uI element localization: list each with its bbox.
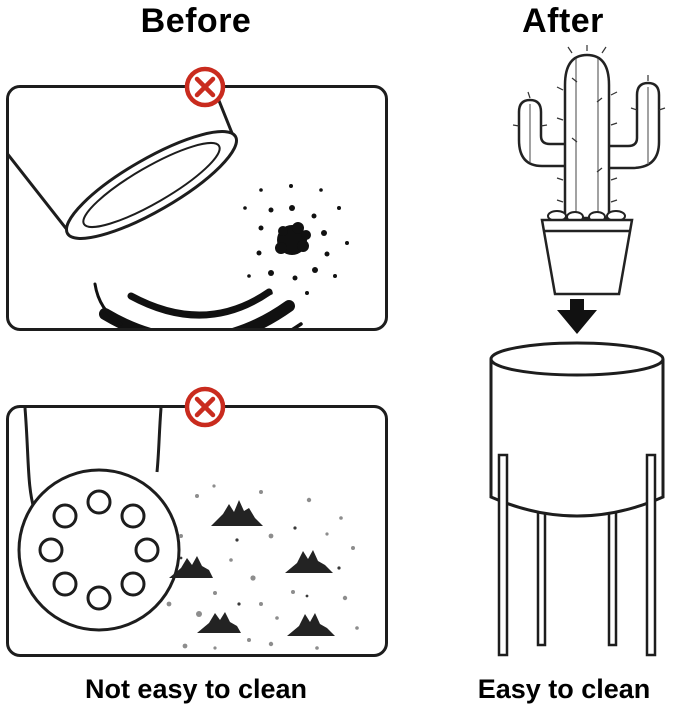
before-caption: Not easy to clean xyxy=(84,674,308,704)
cactus-body xyxy=(517,53,661,220)
planter-pot xyxy=(489,341,665,518)
drainage-holes xyxy=(38,489,160,611)
arrow-down-icon xyxy=(557,299,597,334)
dirt-mounds xyxy=(169,500,335,636)
before-title: Before xyxy=(140,2,252,40)
prohibited-icon xyxy=(184,66,226,108)
after-title: After xyxy=(522,2,604,40)
small-pot xyxy=(540,218,634,296)
planter-on-stand xyxy=(489,341,665,657)
cactus-in-pot xyxy=(512,45,666,296)
spill-swoosh-lines xyxy=(93,282,303,328)
after-caption: Easy to clean xyxy=(477,674,651,704)
dirt-dark-flecks xyxy=(179,526,341,606)
tipped-pot xyxy=(9,88,239,240)
cactus-ribs xyxy=(529,59,649,214)
stand-front-legs xyxy=(497,453,657,657)
soil-splatter xyxy=(243,184,349,295)
panel-dirt-piles xyxy=(6,405,388,657)
dirt-speckles xyxy=(166,484,359,650)
spilling-pot-illustration xyxy=(9,88,349,328)
prohibited-icon xyxy=(184,386,226,428)
drainage-plate xyxy=(17,468,181,632)
panel-spilling-pot xyxy=(6,85,388,331)
dirt-piles-illustration xyxy=(17,408,359,650)
cactus-spines xyxy=(512,45,666,203)
